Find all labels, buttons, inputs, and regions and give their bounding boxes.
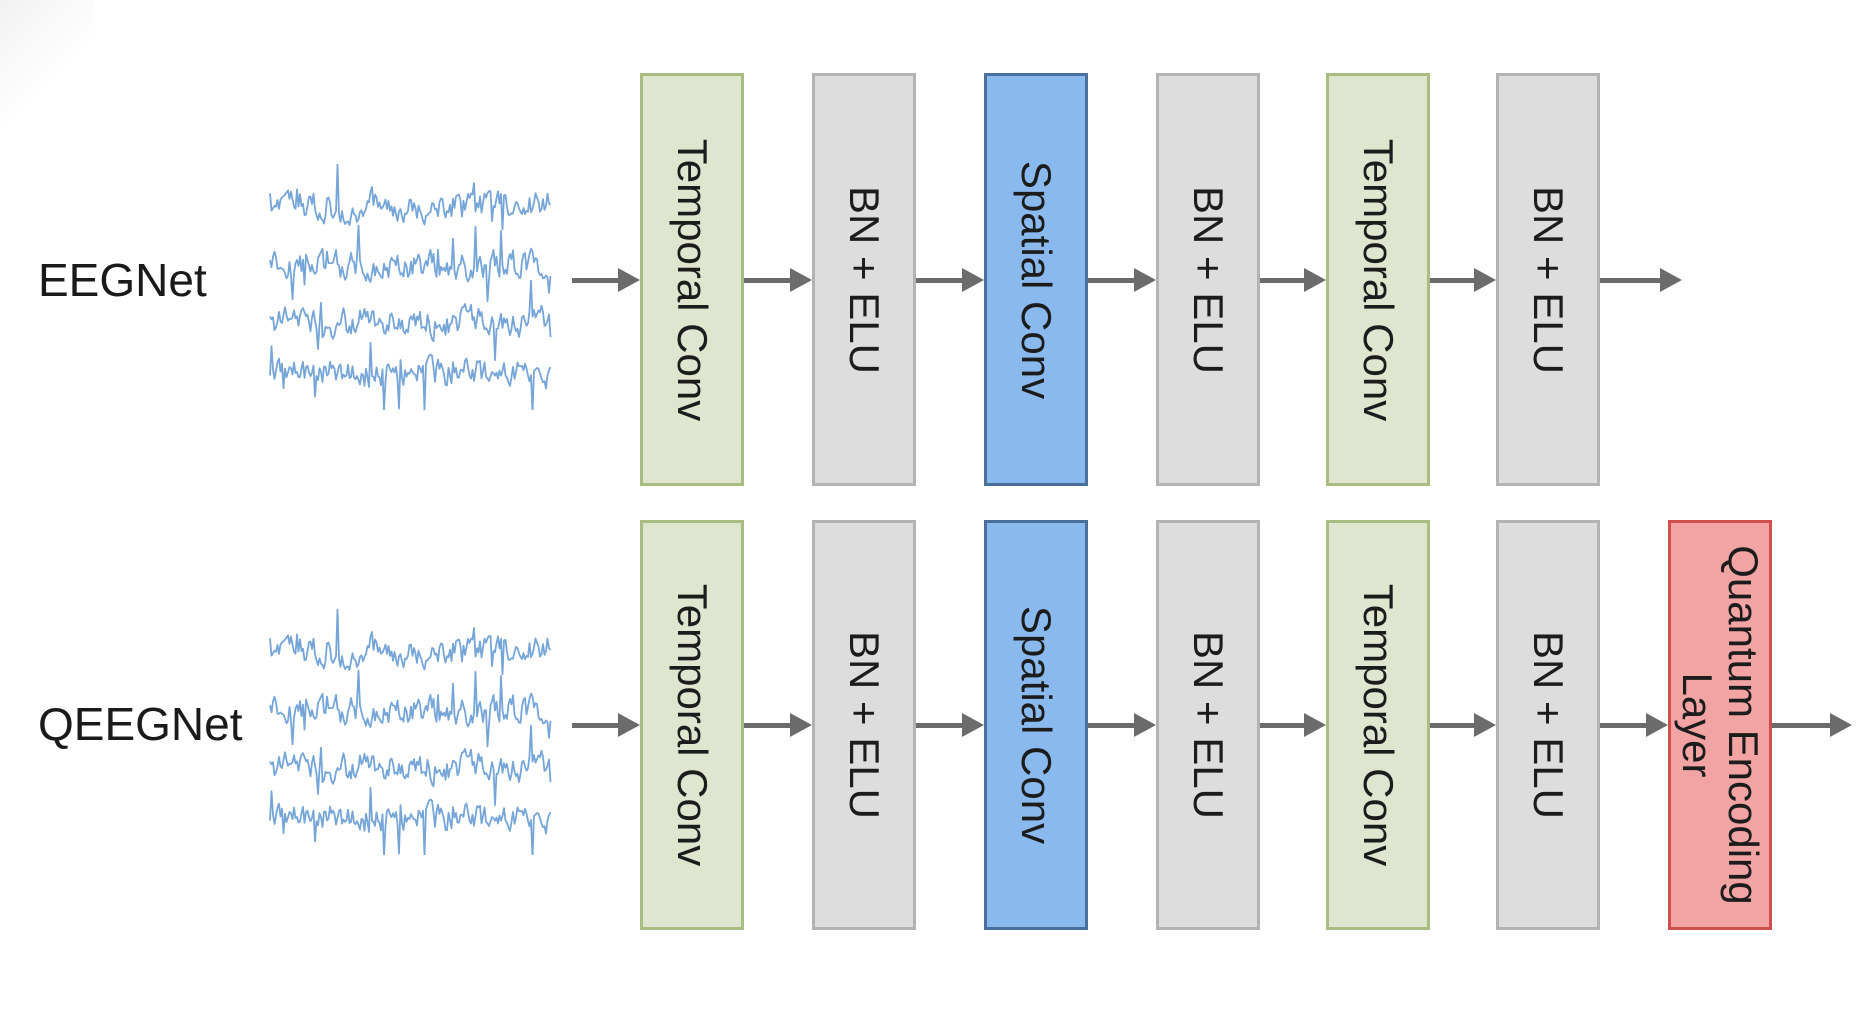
block-spatial-conv: Spatial Conv — [984, 73, 1088, 486]
arrow-shaft — [1088, 278, 1140, 283]
block-bn-elu: BN + ELU — [812, 520, 916, 930]
flow-arrow — [1088, 268, 1156, 292]
block-temporal-conv: Temporal Conv — [1326, 520, 1430, 930]
flow-arrow-output — [1600, 268, 1682, 292]
arrow-head — [790, 268, 812, 292]
block-label: BN + ELU — [841, 185, 888, 374]
arrow-head — [1646, 713, 1668, 737]
arrow-head — [618, 268, 640, 292]
block-label: Temporal Conv — [669, 138, 716, 421]
arrow-head — [1134, 268, 1156, 292]
flow-arrow — [1430, 268, 1496, 292]
block-bn-elu: BN + ELU — [1496, 520, 1600, 930]
arrow-shaft — [1260, 278, 1310, 283]
block-label: BN + ELU — [1525, 631, 1572, 819]
block-label: Spatial Conv — [1013, 605, 1060, 845]
arrow-head — [1474, 713, 1496, 737]
eeg-signal-waveform — [269, 163, 552, 410]
block-temporal-conv: Temporal Conv — [1326, 73, 1430, 486]
block-bn-elu: BN + ELU — [1156, 73, 1260, 486]
flow-arrow — [1088, 713, 1156, 737]
flow-arrow — [572, 713, 640, 737]
corner-shading-artifact — [0, 0, 95, 150]
block-label: Temporal Conv — [669, 583, 716, 867]
arrow-head — [1660, 268, 1682, 292]
flow-arrow-output — [1772, 713, 1852, 737]
arrow-head — [1304, 713, 1326, 737]
flow-arrow — [916, 268, 984, 292]
block-label: Spatial Conv — [1013, 160, 1060, 399]
arrow-head — [618, 713, 640, 737]
arrow-shaft — [916, 723, 968, 728]
arrow-shaft — [1430, 723, 1480, 728]
arrow-shaft — [744, 278, 796, 283]
flow-arrow — [572, 268, 640, 292]
block-label: Quantum Encoding Layer — [1674, 545, 1767, 905]
arrow-shaft — [572, 723, 624, 728]
block-spatial-conv: Spatial Conv — [984, 520, 1088, 930]
block-temporal-conv: Temporal Conv — [640, 73, 744, 486]
arrow-shaft — [744, 723, 796, 728]
eegnet-row-label: EEGNet — [38, 254, 207, 306]
arrow-head — [1304, 268, 1326, 292]
flow-arrow — [1260, 713, 1326, 737]
block-label: BN + ELU — [841, 631, 888, 819]
block-label: Temporal Conv — [1355, 138, 1402, 421]
arrow-shaft — [1088, 723, 1140, 728]
block-label: BN + ELU — [1525, 185, 1572, 374]
eeg-signal-waveform — [269, 608, 552, 855]
arrow-shaft — [916, 278, 968, 283]
block-label: BN + ELU — [1185, 185, 1232, 374]
arrow-shaft — [1600, 278, 1666, 283]
arrow-head — [1830, 713, 1852, 737]
block-label: Temporal Conv — [1355, 583, 1402, 867]
arrow-head — [962, 713, 984, 737]
block-label-line-2: Layer — [1674, 672, 1721, 778]
flow-arrow — [744, 268, 812, 292]
arrow-head — [1134, 713, 1156, 737]
block-quantum-encoding-layer: Quantum Encoding Layer — [1668, 520, 1772, 930]
flow-arrow — [916, 713, 984, 737]
block-bn-elu: BN + ELU — [1496, 73, 1600, 486]
qeegnet-row-label: QEEGNet — [38, 698, 243, 750]
block-label-line-1: Quantum Encoding — [1720, 545, 1767, 905]
arrow-head — [790, 713, 812, 737]
arrow-shaft — [1600, 723, 1652, 728]
arrow-shaft — [1772, 723, 1836, 728]
arrow-shaft — [1430, 278, 1480, 283]
flow-arrow — [1430, 713, 1496, 737]
arrow-head — [1474, 268, 1496, 292]
block-bn-elu: BN + ELU — [812, 73, 916, 486]
arrow-shaft — [1260, 723, 1310, 728]
arrow-shaft — [572, 278, 624, 283]
block-temporal-conv: Temporal Conv — [640, 520, 744, 930]
flow-arrow — [1260, 268, 1326, 292]
block-label: BN + ELU — [1185, 631, 1232, 819]
flow-arrow — [744, 713, 812, 737]
block-bn-elu: BN + ELU — [1156, 520, 1260, 930]
arrow-head — [962, 268, 984, 292]
flow-arrow — [1600, 713, 1668, 737]
